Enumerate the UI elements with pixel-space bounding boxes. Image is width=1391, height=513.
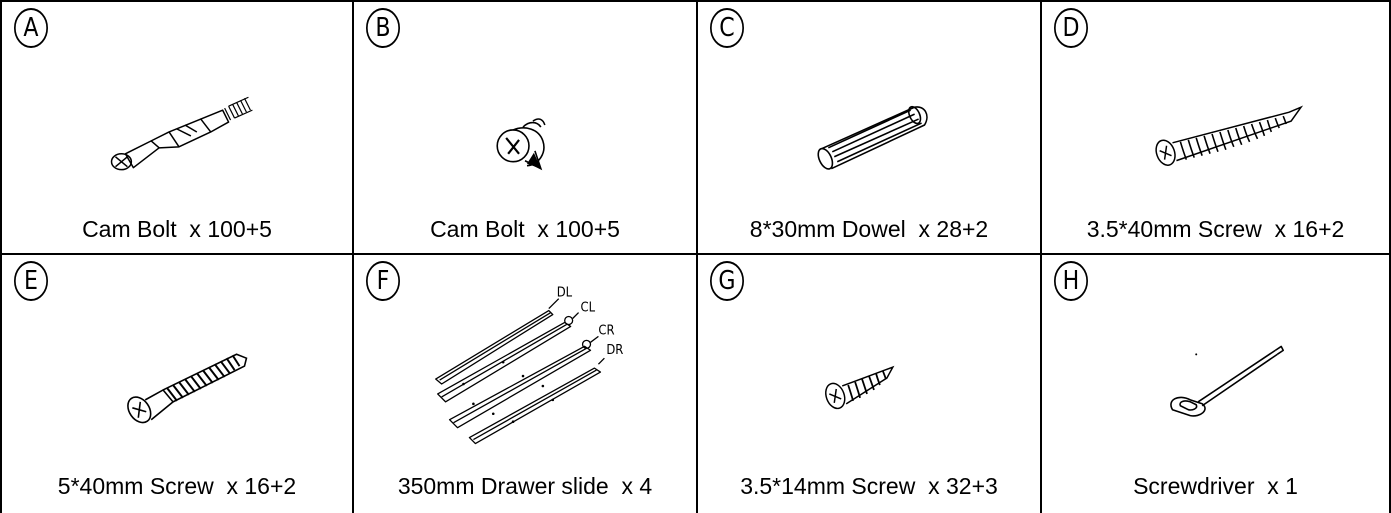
part-cell-f: F <box>352 253 696 513</box>
part-cell-e: E 5*40mm Screw x 16+2 <box>0 253 352 513</box>
part-label: Cam Bolt x 100+5 <box>82 216 272 242</box>
part-letter-badge: D <box>1054 8 1088 48</box>
confirmat-screw-icon <box>127 353 248 424</box>
part-cell-c: C 8*30mm Dowel x 28+2 <box>696 0 1040 253</box>
screwdriver-icon <box>1170 345 1285 417</box>
dowel-icon <box>817 105 928 170</box>
part-letter-badge: A <box>14 8 48 48</box>
callout-cr: CR <box>598 323 614 338</box>
part-label: 3.5*40mm Screw x 16+2 <box>1086 216 1345 242</box>
screw-icon <box>1155 105 1304 166</box>
part-letter-badge: E <box>14 261 48 301</box>
part-letter-badge: B <box>366 8 400 48</box>
part-label: Screwdriver x 1 <box>1133 473 1298 499</box>
part-label: 350mm Drawer slide x 4 <box>397 473 653 499</box>
part-letter-badge: C <box>710 8 744 48</box>
part-label: Cam Bolt x 100+5 <box>430 216 620 242</box>
callout-dr: DR <box>606 343 623 358</box>
short-screw-icon <box>825 365 895 410</box>
part-cell-d: D 3.5*40mm Screw x 16+2 <box>1040 0 1391 253</box>
part-cell-b: B Cam Bolt x 100+5 <box>352 0 696 253</box>
part-letter-badge: G <box>710 261 744 301</box>
callout-cl: CL <box>581 301 596 316</box>
part-label: 8*30mm Dowel x 28+2 <box>749 216 989 242</box>
callout-dl: DL <box>557 286 573 301</box>
part-cell-a: A Cam <box>0 0 352 253</box>
part-letter-badge: F <box>366 261 400 301</box>
part-cell-g: G 3.5*14mm Screw x 32+3 <box>696 253 1040 513</box>
cam-lock-icon <box>496 118 546 171</box>
cam-bolt-icon <box>110 96 253 171</box>
part-label: 3.5*14mm Screw x 32+3 <box>740 473 998 499</box>
part-letter-badge: H <box>1054 261 1088 301</box>
part-cell-h: H Screwdriver x 1 <box>1040 253 1391 513</box>
drawer-slide-icon: DL CL CR DR <box>435 286 623 445</box>
part-label: 5*40mm Screw x 16+2 <box>57 473 297 499</box>
